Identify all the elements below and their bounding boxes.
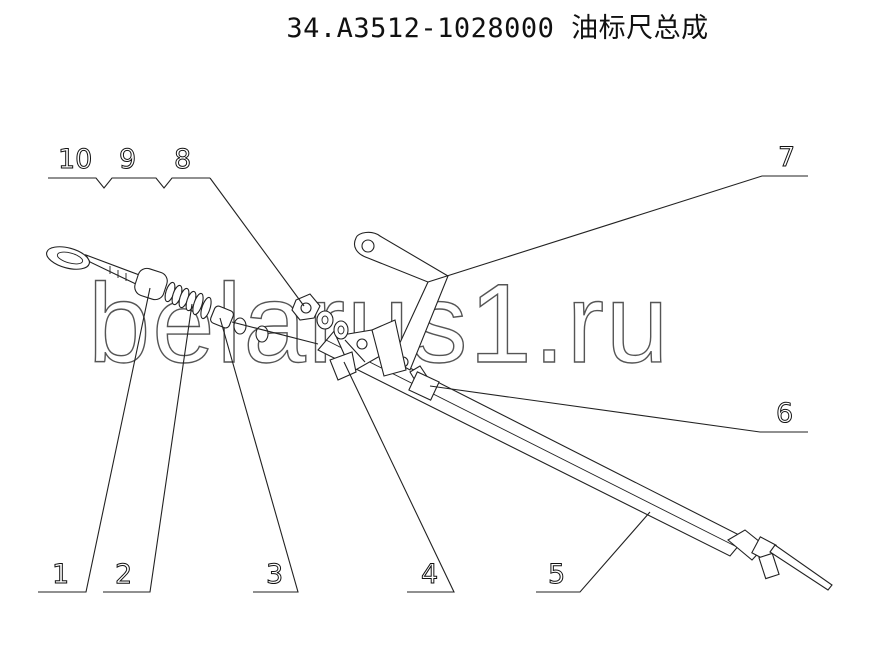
leader-lines xyxy=(38,175,808,593)
callout-10: 10 xyxy=(58,144,92,175)
callout-numbers: 10 9 8 7 6 1 2 3 4 5 xyxy=(52,142,796,591)
callout-7: 7 xyxy=(778,142,795,173)
bolt xyxy=(408,365,440,401)
callout-8: 8 xyxy=(174,144,191,175)
drawing-title: 34.A3512-1028000 油标尺总成 xyxy=(286,13,709,44)
callout-4: 4 xyxy=(421,559,438,590)
callout-1: 1 xyxy=(52,559,69,590)
nuts-and-washers xyxy=(291,293,349,340)
dipstick-handle xyxy=(46,246,319,345)
callout-9: 9 xyxy=(119,144,136,175)
callout-6: 6 xyxy=(776,398,793,429)
callout-5: 5 xyxy=(548,559,565,590)
callout-3: 3 xyxy=(266,559,283,590)
callout-2: 2 xyxy=(115,559,132,590)
bracket xyxy=(329,231,449,381)
